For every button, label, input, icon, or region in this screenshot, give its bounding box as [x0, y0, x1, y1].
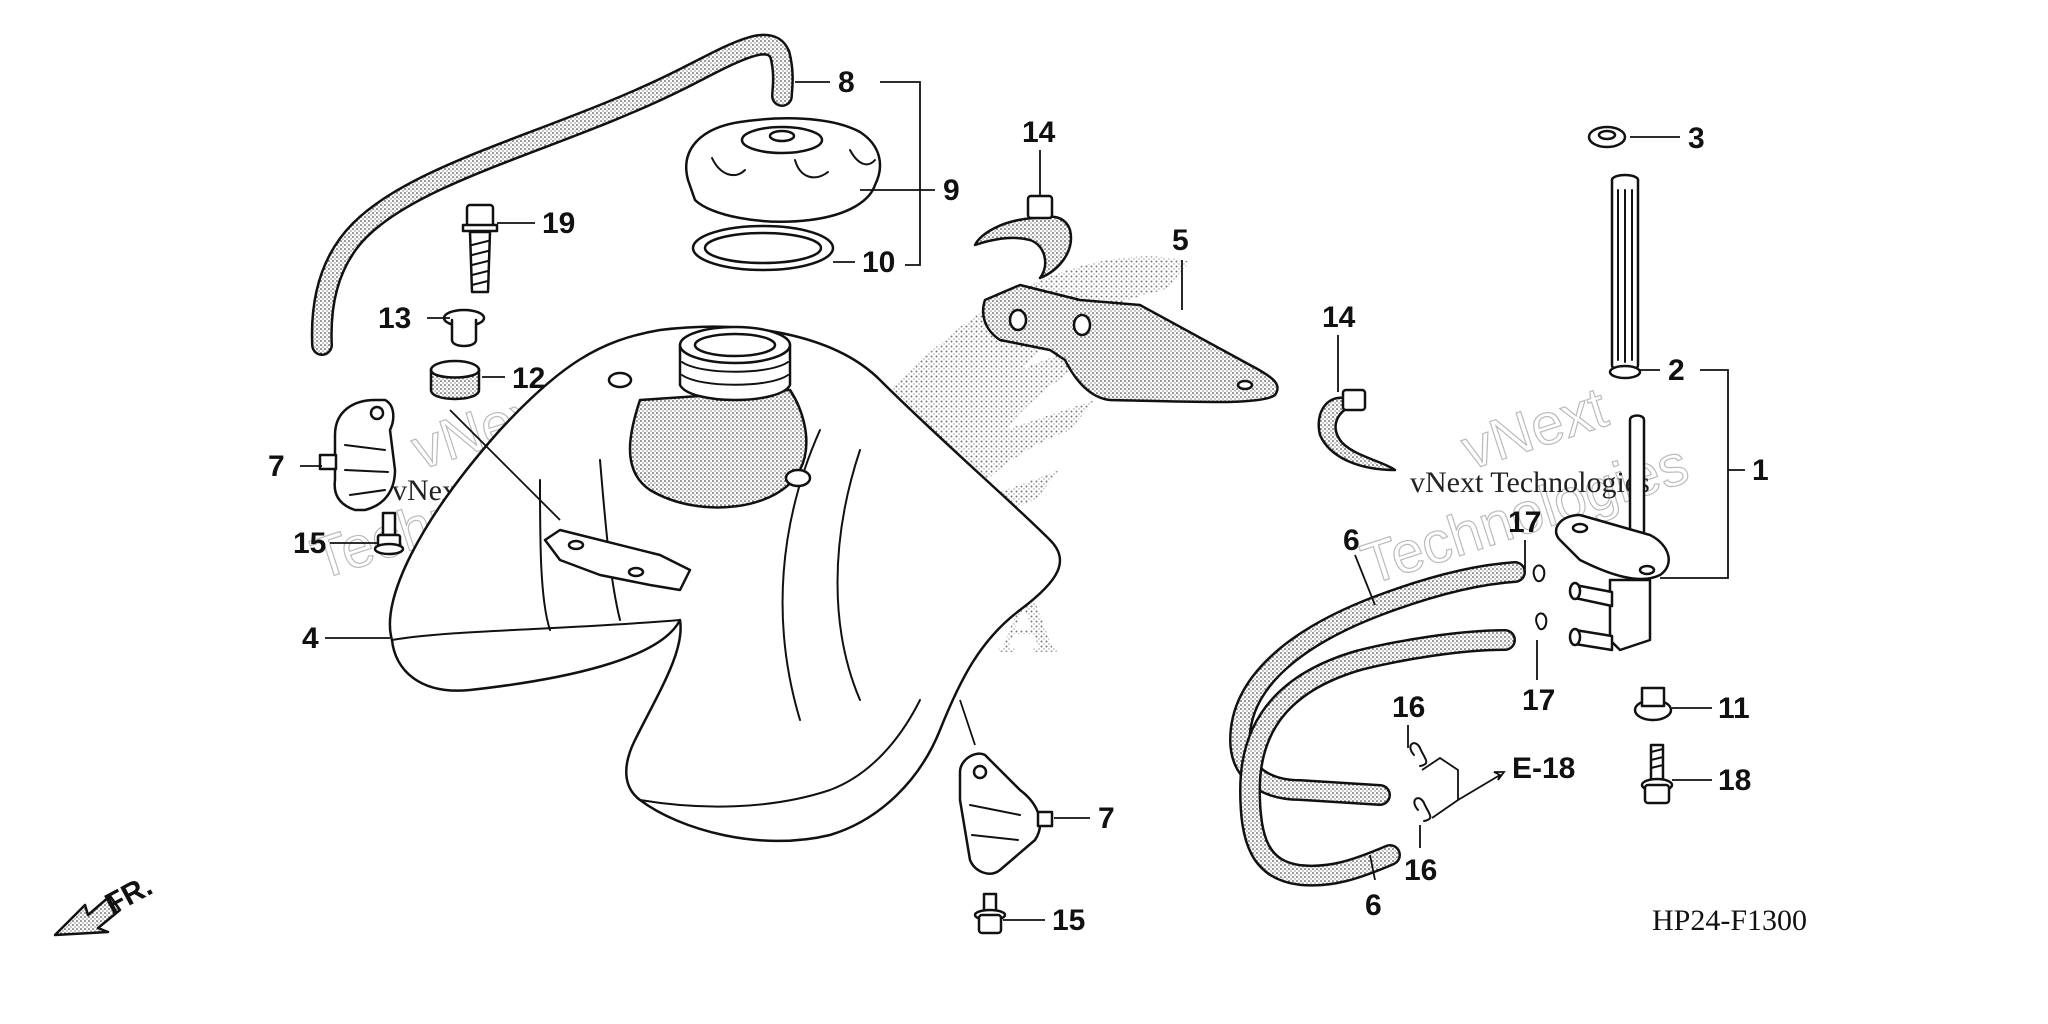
nut-3 [1587, 125, 1627, 149]
bracket-5 [981, 283, 1279, 404]
callout-7-left: 7 [268, 450, 285, 483]
rubber-mount-12 [429, 359, 481, 401]
callout-labels: 1 2 3 4 5 6 6 7 7 8 9 10 11 12 13 14 14 … [268, 66, 1807, 937]
clip-16b [1413, 797, 1432, 822]
leader-lines [300, 81, 1745, 921]
watermark-text-right: vNext Technologies [1410, 466, 1650, 499]
bolt-19 [461, 203, 499, 294]
breather-hose [310, 33, 794, 356]
mount-bracket-7b [958, 752, 1054, 875]
clip-16a [1409, 742, 1428, 767]
nut-11 [1633, 686, 1673, 722]
callout-16-top: 16 [1392, 691, 1425, 724]
fuel-tank [388, 325, 1062, 843]
callout-6-bottom: 6 [1365, 889, 1382, 922]
callout-5: 5 [1172, 224, 1189, 257]
callout-14-top: 14 [1022, 116, 1056, 149]
callout-11: 11 [1718, 692, 1750, 725]
callout-15-left: 15 [293, 527, 326, 560]
callout-13: 13 [378, 302, 411, 335]
mount-bracket-7a [318, 398, 397, 512]
clip-14b [1317, 388, 1397, 472]
fuel-cap [685, 117, 882, 223]
callout-18: 18 [1718, 764, 1751, 797]
callout-9: 9 [943, 174, 960, 207]
callout-4: 4 [302, 622, 319, 655]
callout-17-bottom: 17 [1522, 684, 1555, 717]
callout-10: 10 [862, 246, 895, 279]
callout-6-top: 6 [1343, 524, 1360, 557]
callout-17-top: 17 [1508, 506, 1541, 539]
callout-15-bottom: 15 [1052, 904, 1085, 937]
callout-7-bottom: 7 [1098, 802, 1115, 835]
callout-14-right: 14 [1322, 301, 1356, 334]
fuel-valve-1 [1554, 414, 1670, 652]
diagram-code: HP24-F1300 [1652, 904, 1807, 937]
callout-2: 2 [1668, 354, 1685, 387]
reference-e18: E-18 [1512, 752, 1575, 785]
bolt-15a [373, 511, 405, 556]
callout-19: 19 [542, 207, 575, 240]
clip-14a [973, 194, 1073, 280]
strainer-screen-2 [1608, 173, 1642, 380]
callout-3: 3 [1688, 122, 1705, 155]
bolt-18 [1640, 743, 1674, 805]
clip-17b [1535, 612, 1548, 631]
collar-13 [442, 308, 486, 348]
callout-16-bottom: 16 [1404, 854, 1437, 887]
clip-17a [1532, 564, 1546, 583]
cap-gasket [691, 224, 835, 272]
front-direction-arrow: FR. [53, 869, 158, 937]
fuel-hoses [1229, 561, 1526, 887]
bolt-15b [973, 892, 1007, 935]
callout-8: 8 [838, 66, 855, 99]
callout-12: 12 [512, 362, 545, 395]
callout-1: 1 [1752, 454, 1769, 487]
